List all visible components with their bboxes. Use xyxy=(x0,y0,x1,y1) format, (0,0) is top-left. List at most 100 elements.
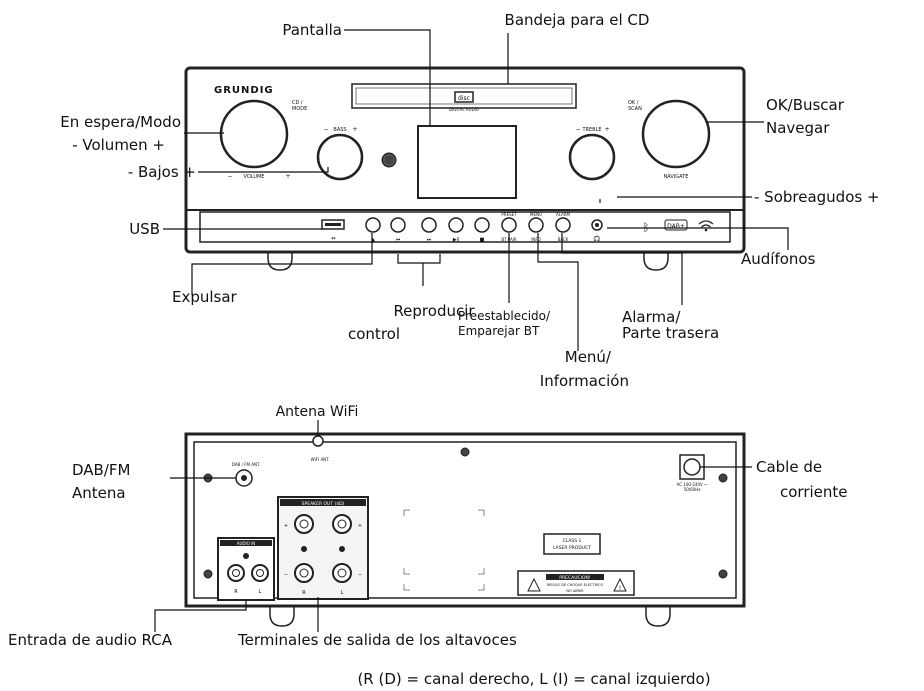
svg-text:CLASS 1: CLASS 1 xyxy=(563,538,582,544)
svg-text:DIGITAL AUDIO: DIGITAL AUDIO xyxy=(449,107,479,112)
previous-button[interactable] xyxy=(390,217,406,233)
compact-disc-logo: disc DIGITAL AUDIO xyxy=(449,91,479,112)
svg-text:WIFI ANT.: WIFI ANT. xyxy=(311,457,330,462)
svg-text:disc: disc xyxy=(458,95,470,102)
brand-logo: GRUNDIG xyxy=(214,85,274,96)
treble-label: TREBLE xyxy=(581,127,601,133)
svg-text:MODE: MODE xyxy=(292,106,307,112)
lightning-warning-icon xyxy=(527,577,541,592)
svg-text:MENU: MENU xyxy=(530,212,542,217)
vent-marks xyxy=(403,509,485,591)
svg-text:AUDIO IN: AUDIO IN xyxy=(237,541,256,546)
back-leader-lines xyxy=(154,420,752,632)
front-foot-left xyxy=(267,249,293,271)
ok-scan-label: OK / xyxy=(628,100,639,106)
label-bajos: - Bajos + xyxy=(128,163,196,181)
cd-tray[interactable] xyxy=(351,83,577,109)
label-channel-note: (R (D) = canal derecho, L (I) = canal iz… xyxy=(357,670,710,688)
label-navegar: Navegar xyxy=(766,119,830,137)
previous-icon: ⏮ xyxy=(396,237,401,243)
stop-icon: ■ xyxy=(480,237,485,243)
svg-text:50/60Hz: 50/60Hz xyxy=(684,487,701,492)
label-audifonos: Audífonos xyxy=(741,250,816,268)
menu-button[interactable] xyxy=(528,217,544,233)
svg-text:DAB+: DAB+ xyxy=(667,223,685,230)
front-leader-lines xyxy=(163,29,789,351)
label-standby-mode: En espera/Modo xyxy=(60,113,181,131)
svg-text:NO ABRIR: NO ABRIR xyxy=(566,589,584,593)
svg-text:L: L xyxy=(259,589,262,595)
svg-text:+: + xyxy=(284,523,288,529)
svg-text:−: − xyxy=(575,126,580,133)
svg-text:−: − xyxy=(358,572,362,578)
next-button[interactable] xyxy=(421,217,437,233)
svg-text:SCAN: SCAN xyxy=(628,106,642,112)
laser-class-label xyxy=(543,533,601,555)
preset-button[interactable] xyxy=(501,217,517,233)
wifi-icon xyxy=(698,220,714,232)
label-sobreagudos: - Sobreagudos + xyxy=(754,188,880,206)
label-informacion: Información xyxy=(540,372,629,390)
next-icon: ⏭ xyxy=(427,237,432,243)
cd-mode-label: CD / xyxy=(292,100,303,106)
bass-label: BASS xyxy=(333,127,346,133)
svg-text:L: L xyxy=(341,590,344,596)
eject-button[interactable] xyxy=(365,217,381,233)
front-panel: GRUNDIG disc DIGITAL AUDIO CD / MODE VOL… xyxy=(184,66,746,271)
label-pantalla: Pantalla xyxy=(282,21,342,39)
svg-text:−: − xyxy=(284,572,288,578)
stop-button[interactable] xyxy=(474,217,490,233)
front-foot-right xyxy=(643,249,669,271)
label-control: control xyxy=(348,325,400,343)
svg-text:PRESET: PRESET xyxy=(501,212,517,217)
svg-text:+: + xyxy=(358,523,362,529)
label-reproducir: Reproducir xyxy=(393,302,475,320)
volume-label: VOLUME xyxy=(244,174,265,180)
svg-text:DAB / FM ANT.: DAB / FM ANT. xyxy=(232,462,260,467)
svg-text:R: R xyxy=(302,590,306,596)
svg-text:+: + xyxy=(604,126,609,133)
display-screen xyxy=(417,125,517,199)
label-volume: - Volumen + xyxy=(72,136,165,154)
screw xyxy=(203,569,213,579)
alarm-button[interactable] xyxy=(555,217,571,233)
speaker-out-panel xyxy=(277,496,369,600)
svg-text:PRECAUCION!: PRECAUCION! xyxy=(559,575,591,581)
volume-knob[interactable] xyxy=(219,99,289,169)
play-pause-button[interactable] xyxy=(448,217,464,233)
bass-knob[interactable] xyxy=(316,133,364,181)
label-parte-trasera: Parte trasera xyxy=(622,324,719,342)
back-foot-left xyxy=(269,601,295,627)
play-pause-icon: ▶‖ xyxy=(453,237,459,243)
svg-text:−: − xyxy=(227,173,232,180)
svg-text:+: + xyxy=(285,173,290,180)
label-entrada-rca: Entrada de audio RCA xyxy=(8,631,173,649)
svg-text:!: ! xyxy=(619,585,621,592)
label-dab-fm: DAB/FM xyxy=(72,461,130,479)
label-bandeja-cd: Bandeja para el CD xyxy=(505,11,650,29)
navigate-knob[interactable] xyxy=(641,99,711,169)
svg-text:AC 100-240V ~: AC 100-240V ~ xyxy=(677,482,708,487)
svg-text:INFO: INFO xyxy=(531,237,541,242)
label-antena-wifi: Antena WiFi xyxy=(276,404,359,420)
back-foot-right xyxy=(645,601,671,627)
wifi-antenna-socket[interactable] xyxy=(312,435,324,447)
front-lower-strip xyxy=(199,211,731,243)
back-panel: DAB / FM ANT. WIFI ANT. AUDIO IN R L SPE… xyxy=(184,432,746,627)
screw xyxy=(718,569,728,579)
svg-text:BACK: BACK xyxy=(558,237,569,242)
screw xyxy=(718,473,728,483)
screw xyxy=(460,447,470,457)
usb-icon: ⇸ xyxy=(330,235,335,242)
label-emparejar-bt: Emparejar BT xyxy=(458,324,540,338)
headphone-icon: 🎧 xyxy=(593,235,600,243)
svg-text:+: + xyxy=(352,126,357,133)
svg-text:R: R xyxy=(234,589,238,595)
label-usb: USB xyxy=(129,220,160,238)
svg-text:−: − xyxy=(323,126,328,133)
label-terminales: Terminales de salida de los altavoces xyxy=(237,631,517,649)
label-antena: Antena xyxy=(72,484,126,502)
label-alarma: Alarma/ xyxy=(622,308,681,326)
treble-knob[interactable] xyxy=(568,133,616,181)
label-corriente: corriente xyxy=(780,483,848,501)
